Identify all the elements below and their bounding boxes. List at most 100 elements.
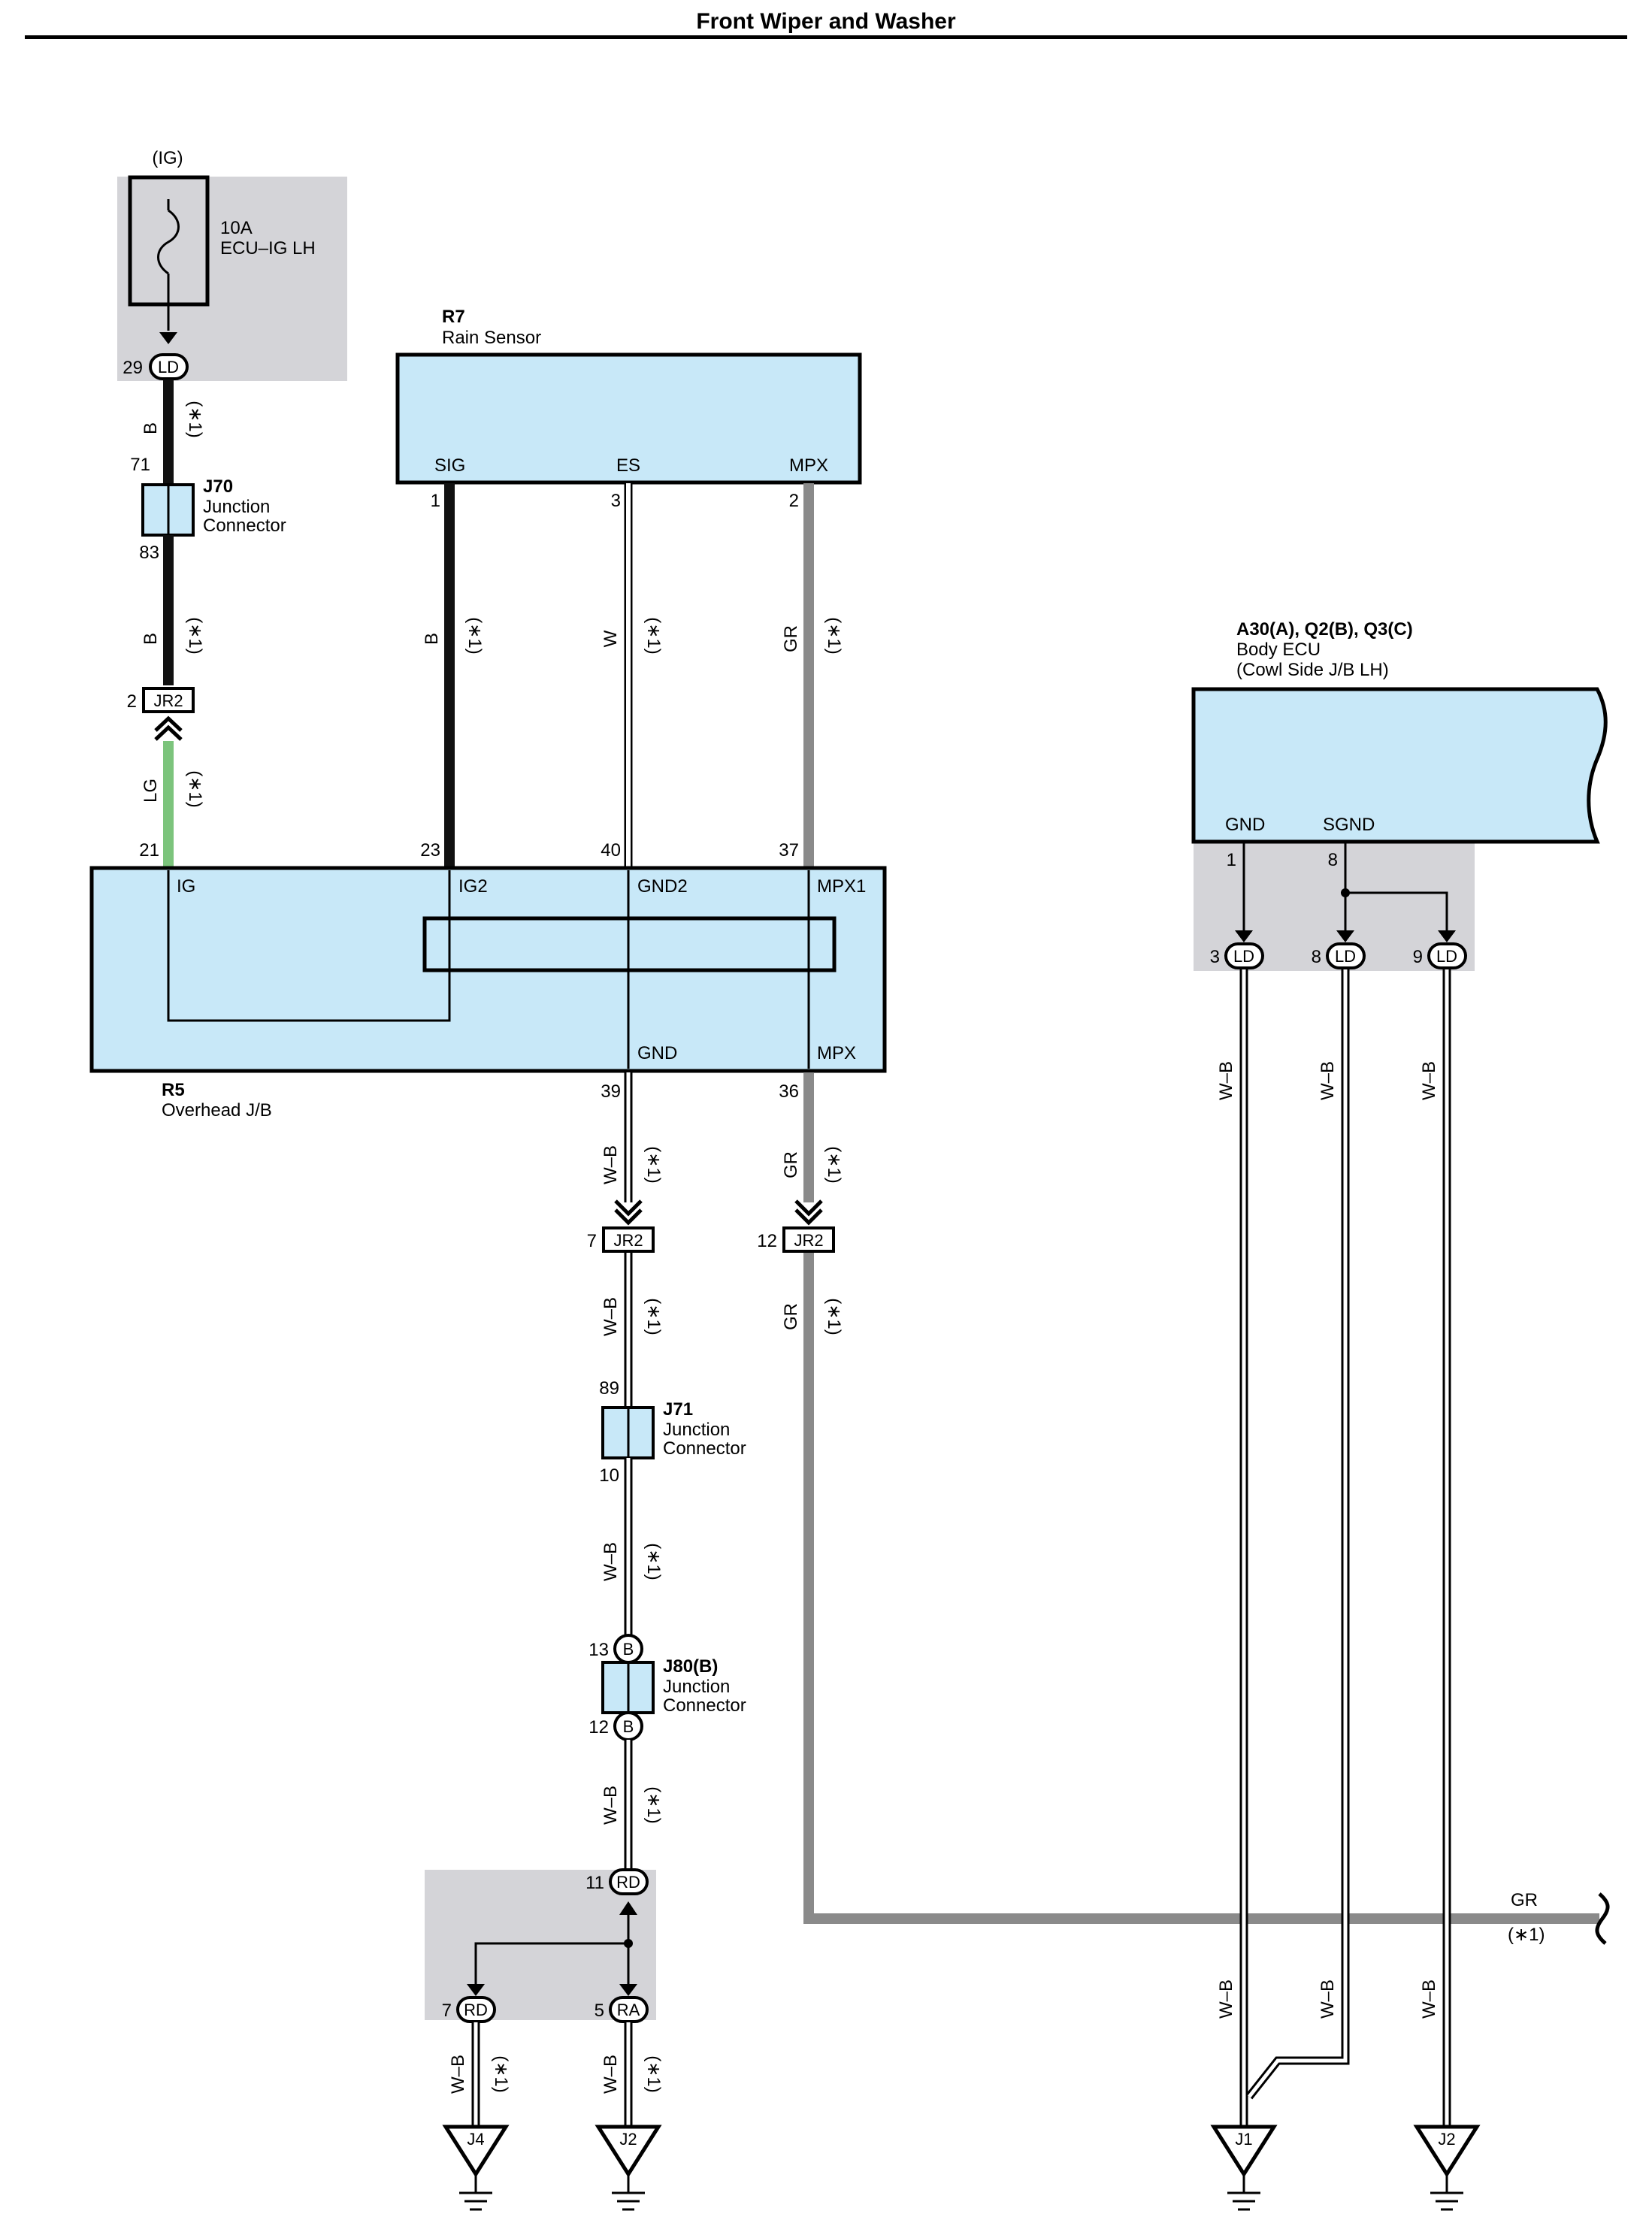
r7-pin-mpx: MPX: [789, 455, 828, 476]
body-ecu-pin-sgnd: SGND: [1323, 815, 1375, 835]
wire-wb-3-color: W–B: [601, 1542, 621, 1581]
connector-ld29-num: 29: [123, 358, 143, 378]
connector-jr2-2-label: JR2: [153, 691, 183, 710]
connector-rd11: [609, 1868, 649, 1895]
j71-id: J71: [663, 1399, 693, 1420]
connector-jr2-12: [782, 1226, 835, 1253]
wire-wb-4-note: (∗1): [643, 1786, 664, 1823]
connector-ld9: [1427, 942, 1467, 969]
r5-pin-mpx1: MPX1: [817, 876, 866, 897]
j80-id: J80(B): [663, 1656, 718, 1677]
r5-pin-gnd2: GND2: [637, 876, 688, 897]
fuse-icon: [157, 209, 180, 275]
connector-ld9-num: 9: [1413, 947, 1423, 967]
connector-ld29-label: LD: [158, 358, 179, 377]
ground-j4: [442, 2125, 510, 2211]
wire-gr-h-note: (∗1): [1508, 1925, 1545, 1945]
connector-ra5: [609, 1996, 649, 2023]
j71-pin-bottom: 10: [599, 1465, 619, 1486]
wire-wb-r3-color: W–B: [1419, 1061, 1439, 1100]
wire-wb-r2-color: W–B: [1318, 1061, 1338, 1100]
r5-name: Overhead J/B: [162, 1100, 272, 1121]
arrow-rd11: [619, 1901, 637, 1915]
r5-pinnum-ig: 21: [139, 840, 159, 860]
connector-ld8-label: LD: [1335, 947, 1356, 966]
j80-pin-bottom: 12: [588, 1717, 609, 1738]
r5-pinnum-mpx: 36: [779, 1081, 799, 1102]
connector-ra5-label: RA: [617, 2001, 640, 2019]
j71-line2: Connector: [663, 1438, 746, 1459]
wire-wb-r3-color-2: W–B: [1419, 1979, 1439, 2019]
wire-wb-r2-outline: [1245, 969, 1350, 2100]
j71-pin-top: 89: [599, 1378, 619, 1399]
r5-internal-ig: [167, 870, 451, 1022]
wire-gr-2-color: GR: [781, 1151, 801, 1178]
connector-ra5-num: 5: [595, 2001, 604, 2021]
connector-ld8: [1326, 942, 1366, 969]
connector-ld3: [1224, 942, 1264, 969]
fuse-name: ECU–IG LH: [220, 238, 316, 259]
j80-tag-top-label: B: [623, 1640, 634, 1659]
arrow-ld9: [1438, 930, 1456, 942]
wire-wb-r1-color: W–B: [1216, 1061, 1236, 1100]
wire-break-icon: [1595, 1892, 1610, 1945]
wire-wb-1-note: (∗1): [643, 1146, 664, 1183]
r5-pin-ig: IG: [177, 876, 195, 897]
r7-pinnum-sig: 1: [431, 491, 440, 511]
arrow-ld8: [1336, 930, 1354, 942]
chevron-up-icon-2: [154, 724, 183, 741]
page-title: Front Wiper and Washer: [696, 9, 956, 34]
body-ecu-pinnum-gnd: 1: [1227, 850, 1236, 870]
r5-pinnum-ig2: 23: [420, 840, 440, 860]
arrow-ld29: [159, 332, 177, 344]
j70-line1: Junction: [203, 497, 270, 517]
r7-pinnum-mpx: 2: [789, 491, 799, 511]
chevron-down-icon-3: [794, 1199, 823, 1217]
connector-ld3-label: LD: [1233, 947, 1254, 966]
wire-w-es-note: (∗1): [643, 617, 664, 654]
connector-ld29: [149, 353, 189, 380]
wire-wb-r1-color-2: W–B: [1216, 1979, 1236, 2019]
body-ecu-id: A30(A), Q2(B), Q3(C): [1236, 619, 1413, 640]
j70-pin-top: 71: [130, 455, 150, 475]
body-ecu-box: [1191, 687, 1608, 844]
r7-box: [395, 352, 862, 485]
j80-pin-top: 13: [588, 1640, 609, 1660]
chevron-down-icon-2: [614, 1208, 643, 1226]
wire-wb-2-note: (∗1): [643, 1298, 664, 1335]
ground-j2-left-label: J2: [619, 2130, 637, 2149]
wire-b-2-color: B: [141, 633, 161, 645]
wire-gr-h-color: GR: [1511, 1890, 1538, 1910]
wire-gr-3-color: GR: [781, 1303, 801, 1330]
r5-pin-gnd: GND: [637, 1043, 677, 1063]
wire-gr-2-note: (∗1): [824, 1146, 844, 1183]
connector-rd11-num: 11: [585, 1873, 604, 1893]
wire-wb-j2-note: (∗1): [643, 2055, 664, 2092]
connector-jr2-2-num: 2: [127, 691, 137, 712]
body-ecu-location: (Cowl Side J/B LH): [1236, 660, 1389, 680]
connector-jr2-2: [142, 687, 195, 713]
fuse-area: [117, 177, 347, 381]
body-ecu-pinnum-sgnd: 8: [1328, 850, 1338, 870]
chevron-up-icon: [154, 715, 183, 732]
j70-line2: Connector: [203, 516, 286, 536]
j80-tag-bottom-label: B: [623, 1717, 634, 1736]
j80-line2: Connector: [663, 1695, 746, 1716]
ground-j4-label: J4: [467, 2130, 484, 2149]
wire-b-sig-color: B: [422, 633, 442, 645]
ground-j2-right: [1413, 2125, 1481, 2211]
chevron-down-icon-4: [794, 1208, 823, 1226]
connector-rd11-label: RD: [616, 1873, 640, 1892]
junction-branch: [474, 1942, 628, 1984]
connector-rd7-label: RD: [464, 2001, 488, 2019]
connector-rd7-num: 7: [442, 2001, 452, 2021]
title-rule: [25, 35, 1627, 39]
connector-jr2-7-label: JR2: [613, 1231, 643, 1250]
wire-wb-j4-note: (∗1): [491, 2055, 511, 2092]
wire-w-es-color: W: [601, 630, 621, 647]
r7-pinnum-es: 3: [611, 491, 621, 511]
connector-jr2-7-num: 7: [587, 1231, 597, 1251]
r5-pin-ig2: IG2: [458, 876, 488, 897]
body-ecu-name: Body ECU: [1236, 640, 1321, 660]
